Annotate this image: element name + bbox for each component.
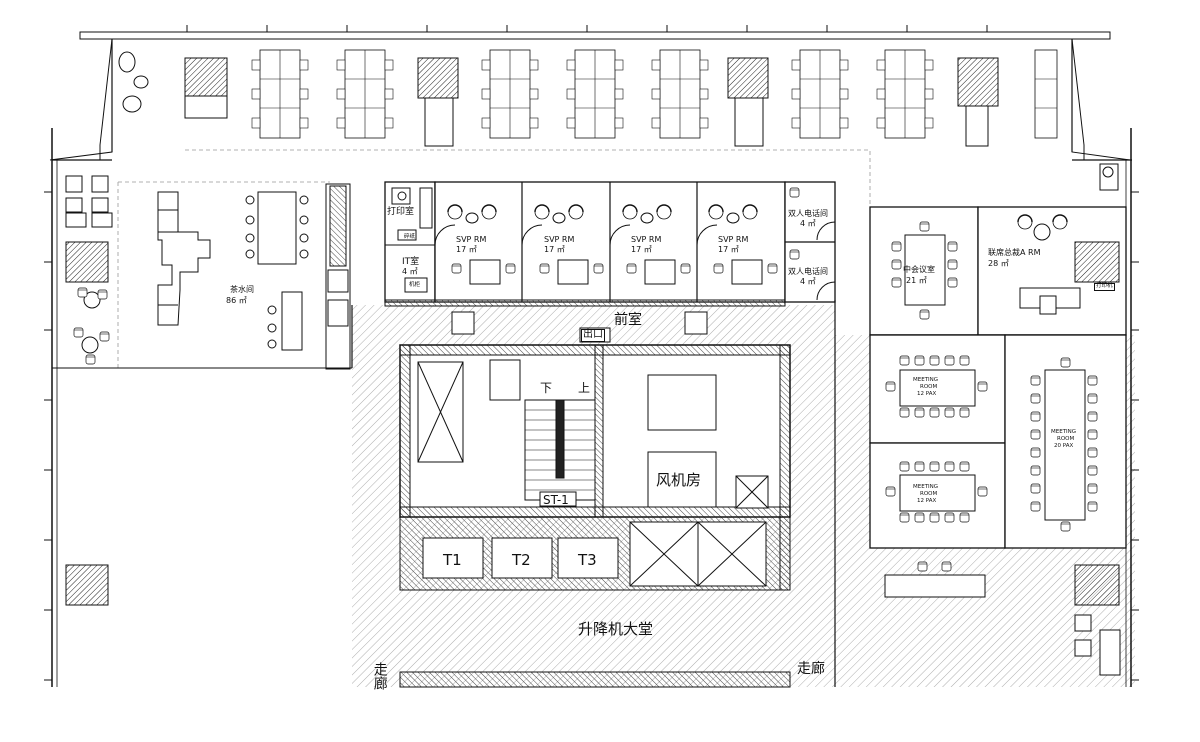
mid-meeting-room	[869, 206, 979, 336]
lift-t3-label: T3	[578, 551, 597, 569]
svp-room-4-area: 17 ㎡	[718, 245, 739, 254]
meeting-c-line2: ROOM	[1057, 436, 1075, 442]
stair-up-label: 上	[578, 381, 591, 395]
phone-booths	[784, 181, 836, 303]
it-room-area: 4 ㎡	[402, 267, 418, 276]
meeting-a-line2: ROOM	[920, 384, 938, 390]
tea-room-name: 茶水间	[230, 285, 254, 294]
cabinet-tag: 机柜	[409, 282, 421, 288]
open-plan-boundary	[117, 149, 871, 368]
exterior-walls	[49, 31, 1132, 687]
meeting-c-line1: MEETING	[1051, 429, 1077, 435]
meeting-b-line1: MEETING	[913, 484, 939, 490]
exit-sign: 出口	[581, 329, 605, 342]
tea-room	[52, 175, 353, 370]
svp-room-1-area: 17 ㎡	[456, 245, 477, 254]
lift-t2-label: T2	[512, 551, 531, 569]
mid-meeting-area: 21 ㎡	[906, 276, 927, 285]
svp-rooms	[384, 181, 786, 307]
svp-room-2-name: SVP RM	[544, 235, 575, 244]
phone-booth-1-name: 双人电话间	[788, 209, 828, 218]
corridor-left-label: 走廊	[371, 662, 388, 690]
printer-tag: 打印机	[1094, 283, 1115, 291]
svp-room-2-area: 17 ㎡	[544, 245, 565, 254]
front-room-name: 前室	[614, 312, 642, 328]
meeting-a-line3: 12 PAX	[917, 391, 937, 397]
stair-down-label: 下	[540, 381, 553, 395]
tea-room-area: 86 ㎡	[226, 296, 247, 305]
it-room-name: IT室	[402, 257, 420, 267]
print-it-rooms	[384, 181, 436, 303]
svp-room-1-name: SVP RM	[456, 235, 487, 244]
meeting-a-line1: MEETING	[913, 377, 939, 383]
phone-booth-1-area: 4 ㎡	[800, 219, 816, 228]
lift-lobby-name: 升降机大堂	[578, 620, 654, 638]
workstation-row	[118, 49, 1058, 147]
meeting-rooms	[869, 334, 1127, 676]
partner-room	[977, 163, 1127, 336]
fan-room-name: 风机房	[656, 471, 702, 489]
core-walls	[399, 344, 791, 688]
meeting-c-line3: 20 PAX	[1054, 443, 1074, 449]
corridor-right-label: 走廊	[797, 661, 825, 677]
lift-t1-label: T1	[443, 551, 462, 569]
shred-tag: 碎纸	[404, 234, 416, 240]
mid-meeting-name: 中会议室	[903, 265, 935, 274]
svp-room-4-name: SVP RM	[718, 235, 749, 244]
stair-id-label: ST-1	[543, 493, 569, 507]
phone-booth-2-name: 双人电话间	[788, 267, 828, 276]
facade-ticks	[44, 25, 1139, 681]
meeting-b-line3: 12 PAX	[917, 498, 937, 504]
column-lower-left	[65, 564, 109, 606]
svp-room-3-area: 17 ㎡	[631, 245, 652, 254]
partner-room-area: 28 ㎡	[988, 259, 1009, 268]
print-room-name: 打印室	[387, 207, 415, 217]
meeting-b-line2: ROOM	[920, 491, 938, 497]
partner-room-name: 联席总裁A RM	[988, 248, 1041, 257]
phone-booth-2-area: 4 ㎡	[800, 277, 816, 286]
svp-room-3-name: SVP RM	[631, 235, 662, 244]
